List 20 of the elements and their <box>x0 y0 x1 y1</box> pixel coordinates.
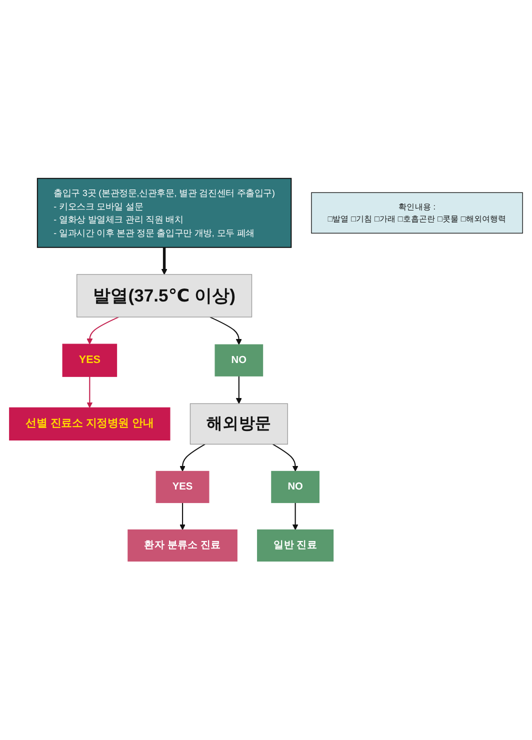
arrow <box>86 376 93 408</box>
arrow <box>180 502 186 530</box>
node-box: 출입구 3곳 (본관정문,신관후문, 별관 검진센터 주출입구) - 키오스크 모바일 설문 - 열화상 발열체크 관리 직원 배치 - 일과시간 이후 본관 정문 출입구만 개방, 모두 폐쇄 <box>36 178 292 248</box>
node-box: 발열(37.5℃ 이상) <box>76 274 252 318</box>
arrow <box>292 502 298 530</box>
arrow <box>180 444 206 472</box>
arrow <box>272 444 298 472</box>
arrow <box>161 248 168 275</box>
node-box: 일반 진료 <box>257 530 334 562</box>
arrow <box>236 376 242 404</box>
node-box: NO <box>271 471 320 504</box>
arrow <box>210 316 242 346</box>
node-box: 선별 진료소 지정병원 안내 <box>9 408 170 441</box>
node-box: YES <box>62 344 118 378</box>
node-box: YES <box>156 471 210 504</box>
node-box: NO <box>214 344 264 377</box>
node-box: 해외방문 <box>190 403 288 445</box>
node-box: 확인내용 : □발열 □기침 □가래 □호흡곤란 □콧물 □해외여행력 <box>311 192 523 234</box>
arrow <box>86 316 119 345</box>
node-box: 환자 분류소 진료 <box>128 530 238 562</box>
